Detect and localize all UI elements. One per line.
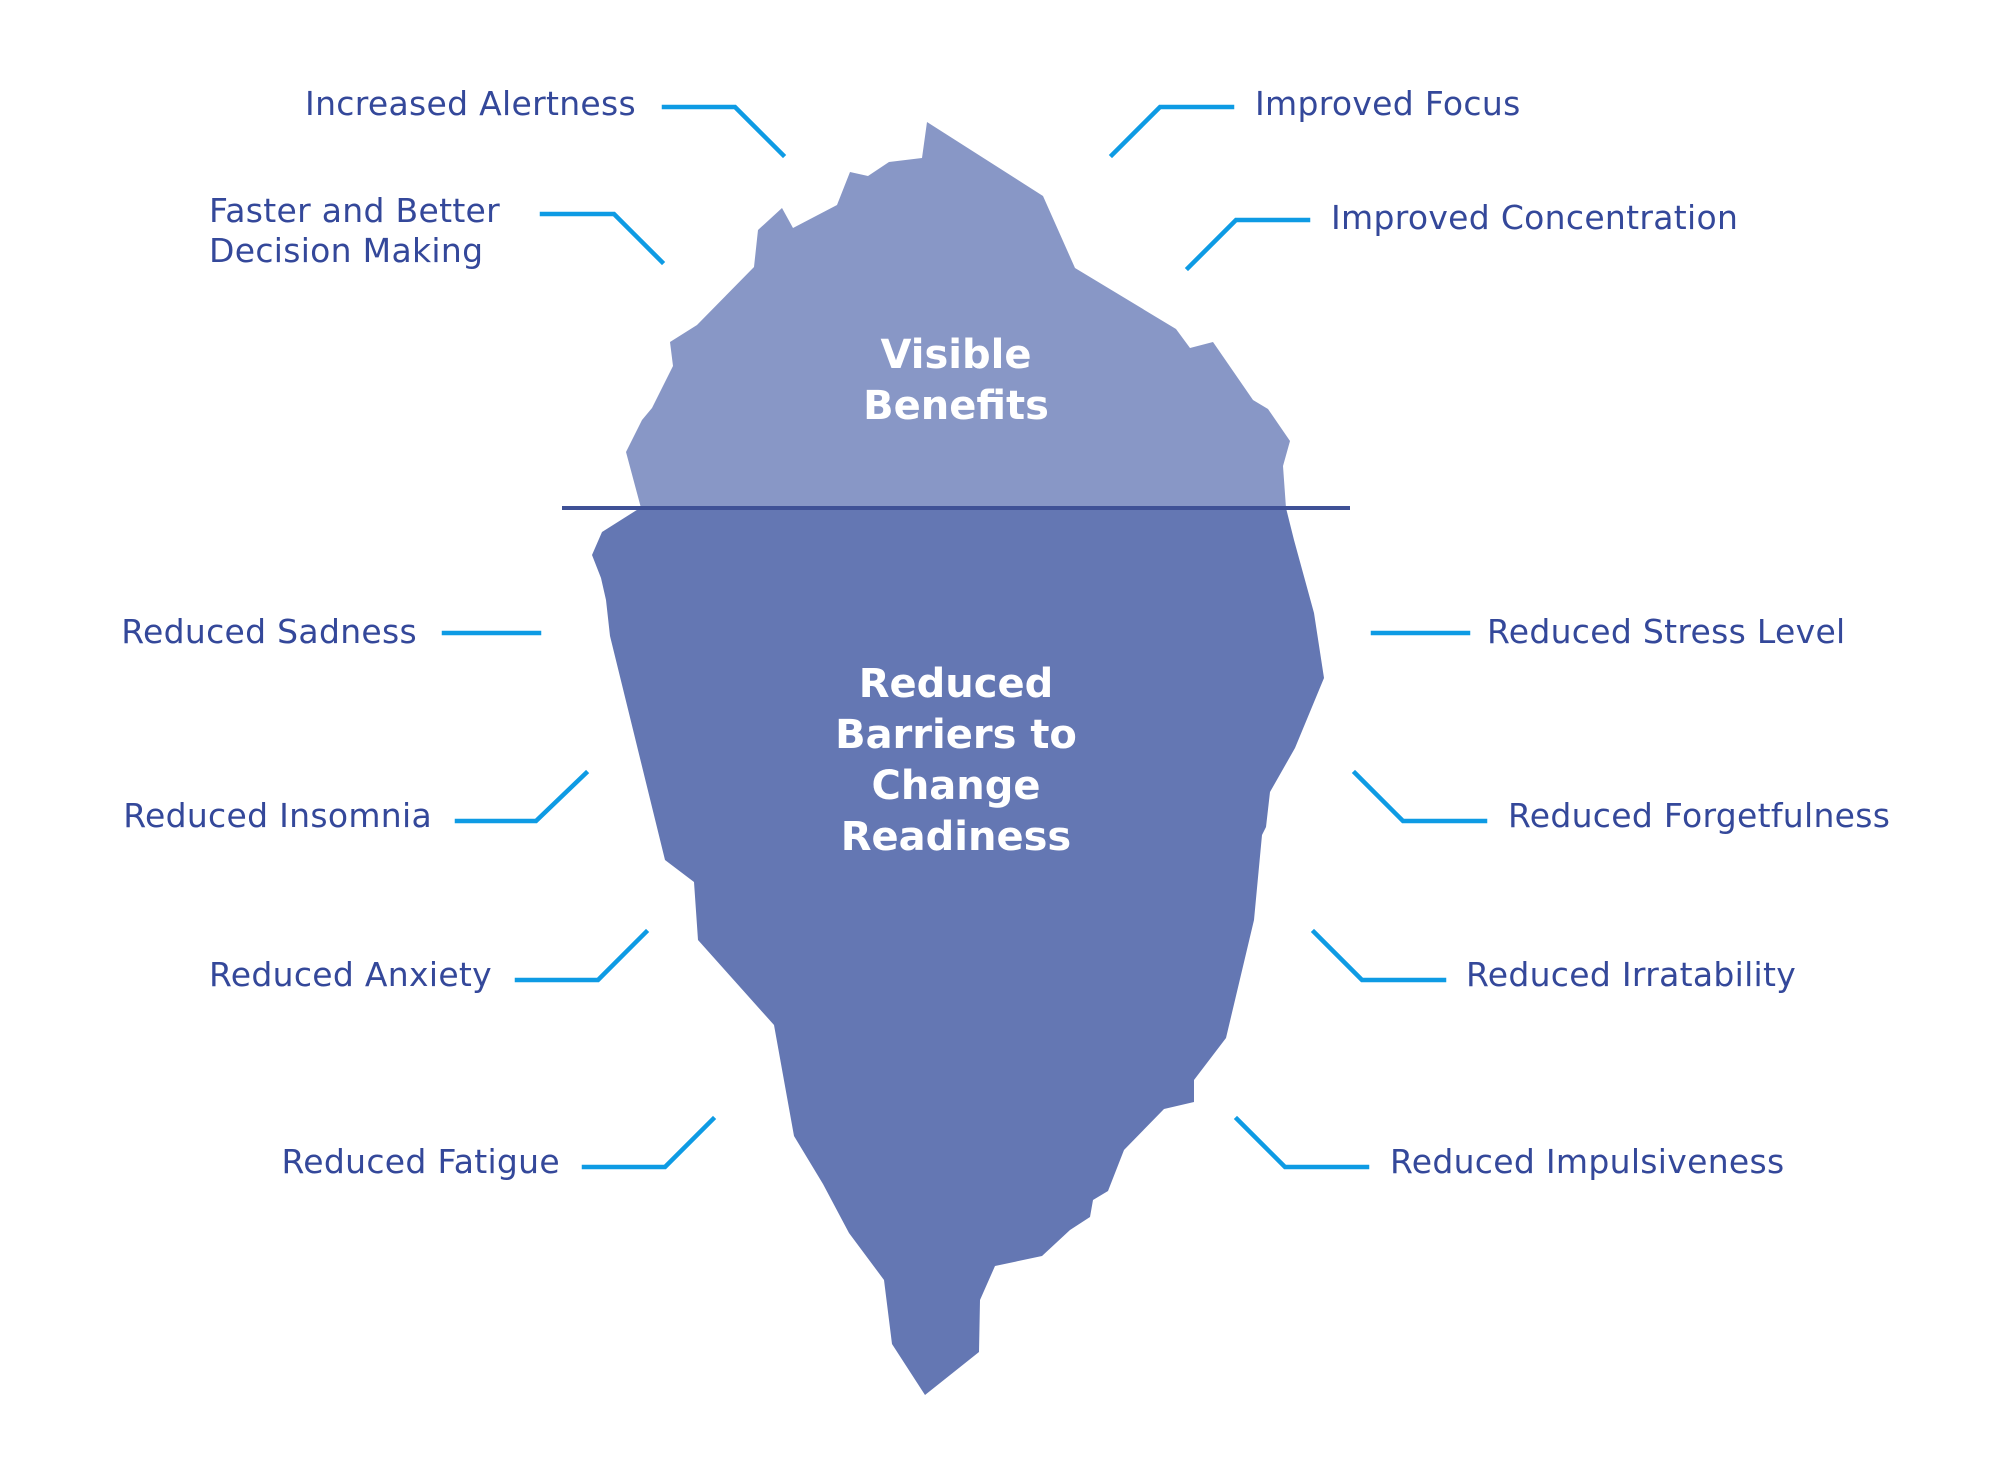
connector-improved-concentration <box>1184 217 1311 272</box>
iceberg-underwater <box>592 508 1324 1395</box>
reduced-barriers-title: Reduced Barriers to Change Readiness <box>835 661 1077 860</box>
connector-reduced-anxiety <box>514 928 650 983</box>
label-faster-decision-making: Faster and Better Decision Making <box>209 191 501 270</box>
connector-improved-focus <box>1108 104 1235 159</box>
connector-reduced-irratability <box>1310 928 1447 983</box>
label-reduced-fatigue: Reduced Fatigue <box>281 1142 560 1181</box>
label-reduced-irratability: Reduced Irratability <box>1466 955 1797 994</box>
label-reduced-insomnia: Reduced Insomnia <box>123 796 432 835</box>
connector-reduced-insomnia <box>454 769 590 824</box>
label-reduced-stress-level: Reduced Stress Level <box>1487 612 1846 651</box>
connector-faster-decision-making <box>539 211 666 266</box>
label-improved-focus: Improved Focus <box>1255 84 1521 123</box>
connector-reduced-impulsiveness <box>1233 1115 1370 1170</box>
label-improved-concentration: Improved Concentration <box>1331 198 1739 237</box>
connector-reduced-fatigue <box>581 1115 717 1170</box>
label-increased-alertness: Increased Alertness <box>305 84 636 123</box>
connectors-right <box>1108 104 1488 1170</box>
iceberg-above-water <box>626 122 1290 508</box>
label-reduced-impulsiveness: Reduced Impulsiveness <box>1390 1142 1785 1181</box>
connector-increased-alertness <box>661 104 787 159</box>
label-reduced-anxiety: Reduced Anxiety <box>209 955 492 994</box>
label-reduced-forgetfulness: Reduced Forgetfulness <box>1508 796 1891 835</box>
label-reduced-sadness: Reduced Sadness <box>121 612 417 651</box>
connectors-left <box>441 104 787 1170</box>
visible-benefits-title: Visible Benefits <box>863 332 1049 429</box>
connector-reduced-forgetfulness <box>1351 769 1488 824</box>
